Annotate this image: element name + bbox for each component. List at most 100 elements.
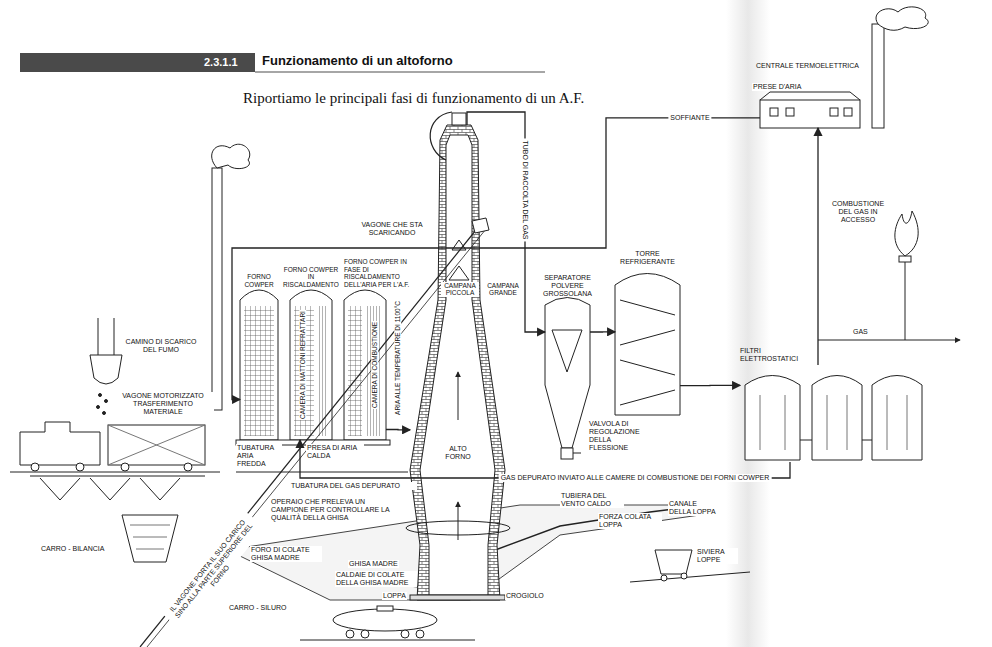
train-part <box>10 472 220 473</box>
cowper-stoves <box>236 290 408 472</box>
power-plant-node: CENTRALE TERMOELETTRICA <box>760 100 860 128</box>
cowper-stoves-part <box>244 306 274 436</box>
skip-incline-part <box>147 229 486 647</box>
part-label: CALDAIE DI COLATE DELLA GHISA MADRE <box>335 571 417 587</box>
node-label: SEPARATORE POLVERE GROSSOLANA <box>537 274 598 298</box>
grab-crane-part <box>90 355 122 384</box>
chimney-part <box>212 144 250 168</box>
electrostatic-filters <box>745 376 922 461</box>
part-label: VALVOLA DI REGOLAZIONE DELLA FLESSIONE <box>588 420 652 452</box>
cooling-tower-part <box>620 300 675 405</box>
train-part <box>31 463 39 471</box>
part-label: CANALE DELLA LOPPA <box>668 500 722 516</box>
cowper-stoves-part <box>290 290 332 440</box>
part-label: VAGONE CHE STA SCARICANDO <box>358 221 426 237</box>
chimney-part <box>212 168 222 410</box>
weighing-car <box>122 515 178 562</box>
part-label: CROGIOLO <box>505 592 545 600</box>
slag-ladle-part <box>661 575 667 581</box>
electrostatic-filters-part <box>812 376 862 461</box>
electrostatic-filters-part <box>760 395 907 450</box>
cowper-node: FORNO COWPER IN RISCALDAMENTO <box>290 290 332 440</box>
node-label: TORRE REFRIGERANTE <box>615 250 680 266</box>
grab-crane-part <box>105 400 108 403</box>
blast-furnace-part <box>430 112 452 160</box>
part-label: LOPPA <box>382 592 407 600</box>
train-part <box>108 425 205 465</box>
node-label: FILTRI ELETTROSTATICI <box>740 347 812 363</box>
flow-connector <box>590 331 615 332</box>
power-plant-part <box>830 108 838 116</box>
power-plant-part <box>844 108 852 116</box>
slag-ladle-part <box>681 573 687 579</box>
blast-furnace-part <box>458 372 459 420</box>
pipe-label: PRESA DI ARIA CALDA <box>306 444 364 460</box>
dust-separator <box>545 298 590 460</box>
blast-furnace-part <box>458 502 459 540</box>
blast-furnace <box>406 112 510 600</box>
weighing-car-part <box>130 525 170 549</box>
electrostatic-filters-part <box>745 376 800 461</box>
gas-flare-part <box>818 340 960 341</box>
part-label: FORO DI COLATE GHISA MADRE <box>250 546 322 562</box>
flow-label: GAS <box>852 328 869 336</box>
part-label: CARRO - SILURO <box>228 604 288 612</box>
torpedo-car-part <box>416 630 424 638</box>
blast-furnace-part <box>420 135 495 595</box>
part-label: SIVIERA LOPPE <box>696 548 738 564</box>
cooling-tower <box>615 274 680 416</box>
dust-separator-part <box>552 330 582 372</box>
gas-flare <box>818 211 960 340</box>
flow-label: ARIA ALLE TEMPERATURE DI 1100°C <box>394 300 401 416</box>
electrostatic-filters-part <box>800 440 812 441</box>
note-label: OPERAIO CHE PRELEVA UN CAMPIONE PER CONT… <box>270 498 397 522</box>
torpedo-car-part <box>333 609 437 631</box>
chamber-label: CAMERA DI COMBUSTIONE <box>371 321 378 409</box>
train-part <box>108 425 205 465</box>
part-label: CAMINO DI SCARICO DEL FUMO <box>118 338 204 354</box>
torpedo-car-part <box>377 606 393 611</box>
note-label: IL VAGONE PORTA IL SUO CARICO SINO ALLA … <box>163 512 265 630</box>
chimney <box>212 144 250 410</box>
flow-connector <box>300 440 790 478</box>
cowper-stoves-part <box>366 306 382 436</box>
train-part <box>76 463 84 471</box>
electrostatic-filters-part <box>862 440 872 441</box>
train-part <box>121 463 129 471</box>
slag-ladle-part <box>655 550 692 574</box>
ore-bunkers-part <box>30 476 205 500</box>
power-plant-part <box>876 7 928 30</box>
skip-incline-part <box>472 218 489 233</box>
electrostatic-filters-part <box>872 376 922 461</box>
dust-separator-part <box>561 448 573 459</box>
dust-separator-part <box>545 298 590 449</box>
cowper-stoves-part <box>318 306 328 436</box>
cowper-stoves-part <box>344 290 386 440</box>
train-part <box>184 463 192 471</box>
part-label: FORZA COLATA LOPPA <box>598 513 662 529</box>
slag-ladle-part <box>630 572 750 582</box>
part-label: PRESE D'ARIA <box>752 83 802 91</box>
connector-label: GAS DEPURATO INVIATO ALLE CAMERE DI COMB… <box>499 474 772 482</box>
torpedo-car-part <box>300 640 475 641</box>
gas-flare-part <box>895 211 918 256</box>
train-part <box>20 422 100 465</box>
part-label: GHISA MADRE <box>348 560 399 568</box>
torpedo-car-part <box>361 630 369 638</box>
dust-separator-part <box>573 453 581 454</box>
grab-crane-part <box>103 412 106 415</box>
blast-furnace-part <box>449 266 469 280</box>
torpedo-car-part <box>346 630 354 638</box>
chamber-label: CAMERA DI MATTONI REFRATTARI <box>299 310 306 420</box>
node-label: CENTRALE TERMOELETTRICA <box>756 62 859 70</box>
weighing-car-part <box>122 515 178 562</box>
part-label: VAGONE MOTORIZZATO TRASFERIMENTO MATERIA… <box>112 392 214 416</box>
power-plant-part <box>760 92 860 100</box>
power-plant-part <box>760 100 860 128</box>
part-label: CAMPANA GRANDE <box>482 282 524 297</box>
grab-crane-part <box>114 318 115 355</box>
flow-connector <box>467 112 545 332</box>
header-band-part <box>20 53 255 72</box>
